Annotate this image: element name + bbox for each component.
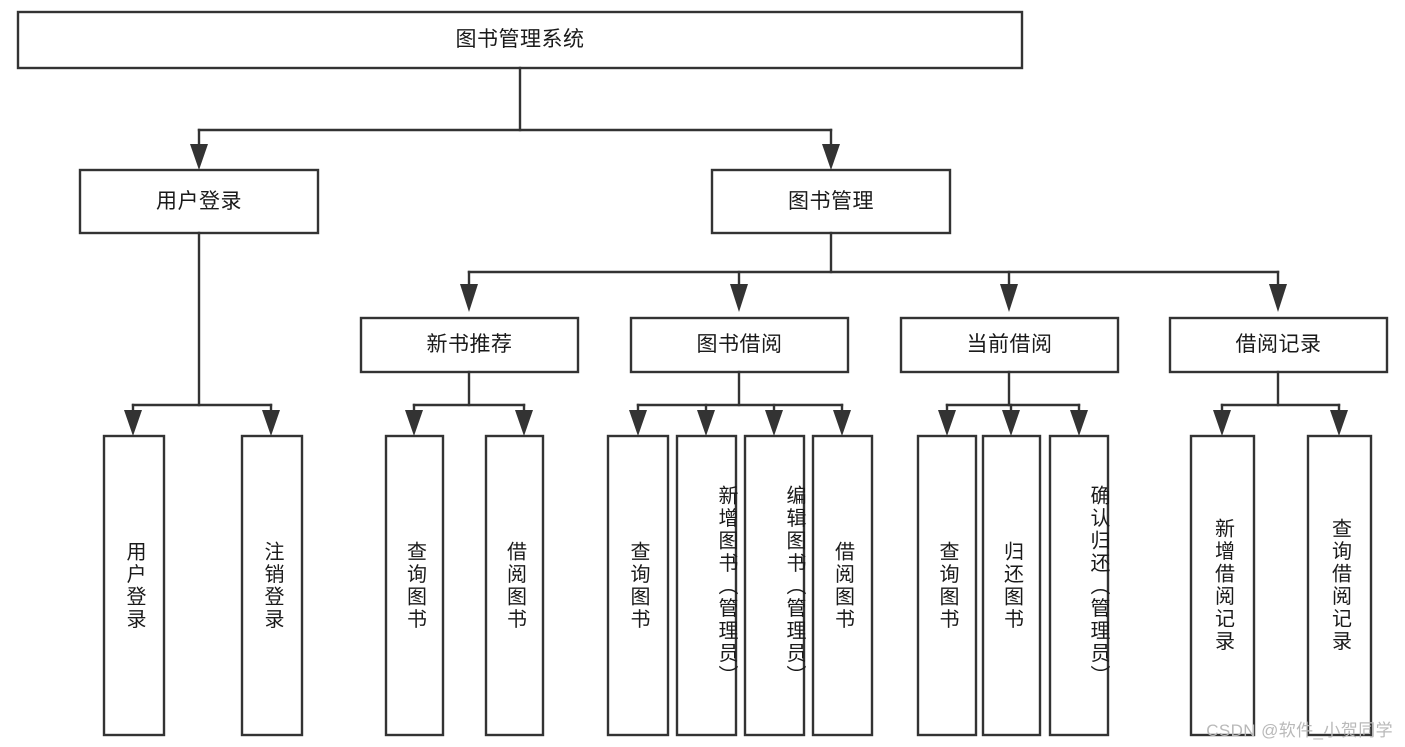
arrow-head-login (190, 144, 208, 170)
node-box-leaf3[interactable] (384, 434, 445, 737)
node-box-login[interactable] (78, 168, 320, 235)
arrow-head-leaf12 (1213, 410, 1231, 436)
node-box-leaf6[interactable] (675, 434, 738, 737)
arrow-head-newbook (460, 284, 478, 312)
csdn-watermark: CSDN @软件_小贺同学 (1206, 721, 1393, 740)
node-box-borrow[interactable] (629, 316, 850, 374)
arrow-head-leaf13 (1330, 410, 1348, 436)
arrow-head-leaf7 (765, 410, 783, 436)
node-box-leaf1[interactable] (102, 434, 166, 737)
node-box-leaf7[interactable] (743, 434, 806, 737)
node-box-leaf13[interactable] (1306, 434, 1373, 737)
arrow-head-leaf3 (405, 410, 423, 436)
arrow-head-leaf8 (833, 410, 851, 436)
node-box-leaf9[interactable] (916, 434, 978, 737)
arrow-head-leaf9 (938, 410, 956, 436)
node-box-leaf11[interactable] (1048, 434, 1110, 737)
arrow-head-leaf6 (697, 410, 715, 436)
node-box-leaf4[interactable] (484, 434, 545, 737)
arrow-head-borrow (730, 284, 748, 312)
arrow-head-leaf10 (1002, 410, 1020, 436)
arrow-head-record (1269, 284, 1287, 312)
arrow-head-leaf5 (629, 410, 647, 436)
node-box-leaf8[interactable] (811, 434, 874, 737)
arrow-head-leaf2 (262, 410, 280, 436)
node-box-record[interactable] (1168, 316, 1389, 374)
arrow-head-leaf11 (1070, 410, 1088, 436)
node-box-leaf2[interactable] (240, 434, 304, 737)
node-box-newbook[interactable] (359, 316, 580, 374)
node-box-root[interactable] (16, 10, 1024, 70)
node-box-leaf12[interactable] (1189, 434, 1256, 737)
arrow-head-bookmgmt (822, 144, 840, 170)
node-box-leaf5[interactable] (606, 434, 670, 737)
arrow-head-leaf1 (124, 410, 142, 436)
node-box-current[interactable] (899, 316, 1120, 374)
node-box-bookmgmt[interactable] (710, 168, 952, 235)
arrow-head-leaf4 (515, 410, 533, 436)
node-box-leaf10[interactable] (981, 434, 1042, 737)
arrow-head-current (1000, 284, 1018, 312)
